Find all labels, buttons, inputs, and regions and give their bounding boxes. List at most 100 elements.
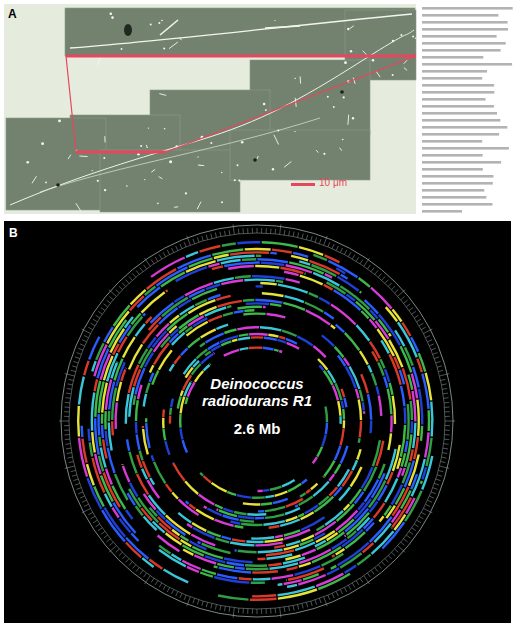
contig-fragment: [428, 410, 431, 431]
contig-fragment: [224, 263, 260, 266]
contig-fragment: [319, 298, 330, 304]
dna-fragment: [343, 96, 345, 98]
contig-fragment: [137, 287, 160, 307]
contig-fragment: [216, 538, 230, 542]
scale-tick: [398, 546, 406, 553]
contig-fragment: [359, 399, 361, 420]
scale-tick: [441, 379, 446, 380]
scale-tick: [433, 353, 438, 355]
scale-tick: [172, 590, 174, 595]
contig-fragment: [322, 435, 325, 447]
contig-fragment: [339, 416, 342, 424]
scale-tick: [424, 508, 433, 513]
scale-tick: [340, 248, 342, 253]
contig-fragment: [235, 568, 245, 569]
contig-fragment: [421, 426, 422, 441]
contig-fragment: [256, 285, 263, 288]
contig-fragment: [335, 446, 341, 460]
scale-tick: [257, 228, 258, 233]
dna-fiber: [40, 118, 320, 192]
scale-tick: [224, 231, 226, 236]
dna-fragment: [353, 78, 355, 84]
scale-tick: [96, 524, 100, 527]
scale-tick: [388, 556, 392, 560]
contig-fragment: [371, 288, 392, 309]
scale-tick: [233, 608, 234, 618]
contig-fragment: [183, 440, 187, 453]
contig-fragment: [146, 383, 149, 393]
contig-fragment: [274, 350, 279, 351]
contig-fragment: [324, 255, 339, 262]
scale-tick: [64, 416, 69, 417]
dna-fragment: [257, 156, 258, 159]
contig-fragment: [241, 502, 243, 504]
scale-tick: [444, 439, 449, 441]
dna-fragment: [179, 38, 182, 40]
scale-tick: [59, 421, 69, 422]
contig-fragment: [319, 365, 323, 370]
scale-tick: [445, 425, 450, 426]
contig-fragment: [137, 474, 148, 494]
caption-line: [422, 168, 483, 171]
caption-line: [422, 84, 494, 87]
scale-tick: [284, 230, 286, 235]
dna-fragment: [221, 201, 223, 203]
contig-fragment: [237, 327, 259, 329]
contig-fragment: [114, 305, 130, 326]
contig-fragment: [380, 516, 384, 521]
contig-fragment: [339, 487, 350, 500]
contig-fragment: [137, 455, 141, 468]
contig-fragment: [139, 349, 148, 364]
dna-fragment: [197, 202, 201, 209]
scale-tick: [414, 315, 418, 318]
contig-fragment: [369, 421, 372, 434]
contig-fragment: [270, 487, 282, 490]
contig-fragment: [181, 348, 188, 355]
contig-fragment: [186, 252, 198, 257]
contig-fragment: [322, 476, 325, 479]
scale-tick: [436, 361, 441, 363]
scale-tick: [220, 606, 221, 611]
contig-fragment: [184, 359, 196, 374]
scale-tick: [328, 595, 330, 600]
contig-fragment: [164, 569, 189, 582]
contig-fragment: [151, 258, 185, 277]
contig-fragment: [169, 408, 172, 415]
contig-fragment: [80, 426, 83, 438]
contig-fragment: [243, 299, 255, 302]
contig-fragment: [255, 266, 279, 268]
contig-fragment: [401, 425, 405, 457]
contig-fragment: [341, 446, 348, 464]
contig-fragment: [79, 438, 87, 477]
scale-tick: [440, 374, 450, 376]
contig-fragment: [366, 523, 374, 531]
contig-fragment: [212, 483, 227, 492]
contig-fragment: [136, 506, 143, 515]
dna-fragment: [404, 68, 407, 71]
contig-fragment: [142, 426, 145, 428]
contig-fragment: [204, 365, 210, 371]
scale-tick: [412, 311, 416, 314]
contig-fragment: [284, 530, 310, 539]
contig-fragment: [240, 520, 254, 522]
contig-fragment: [187, 524, 192, 527]
contig-fragment: [270, 563, 299, 568]
panel-label: A: [8, 7, 17, 21]
scale-tick: [101, 532, 105, 535]
contig-fragment: [174, 356, 180, 364]
scale-tick: [73, 479, 78, 481]
scale-tick: [211, 604, 212, 609]
contig-fragment: [252, 571, 278, 572]
dna-fragment: [241, 141, 244, 144]
contig-fragment: [374, 503, 385, 518]
scale-tick: [193, 239, 195, 244]
dna-fragment: [104, 189, 106, 191]
scale-tick: [266, 228, 267, 233]
contig-fragment: [298, 514, 304, 517]
scale-tick: [392, 552, 396, 556]
contig-fragment: [405, 441, 407, 452]
scale-tick: [163, 585, 165, 589]
contig-fragment: [278, 583, 283, 586]
contig-fragment: [261, 503, 272, 504]
scale-tick: [437, 366, 442, 367]
